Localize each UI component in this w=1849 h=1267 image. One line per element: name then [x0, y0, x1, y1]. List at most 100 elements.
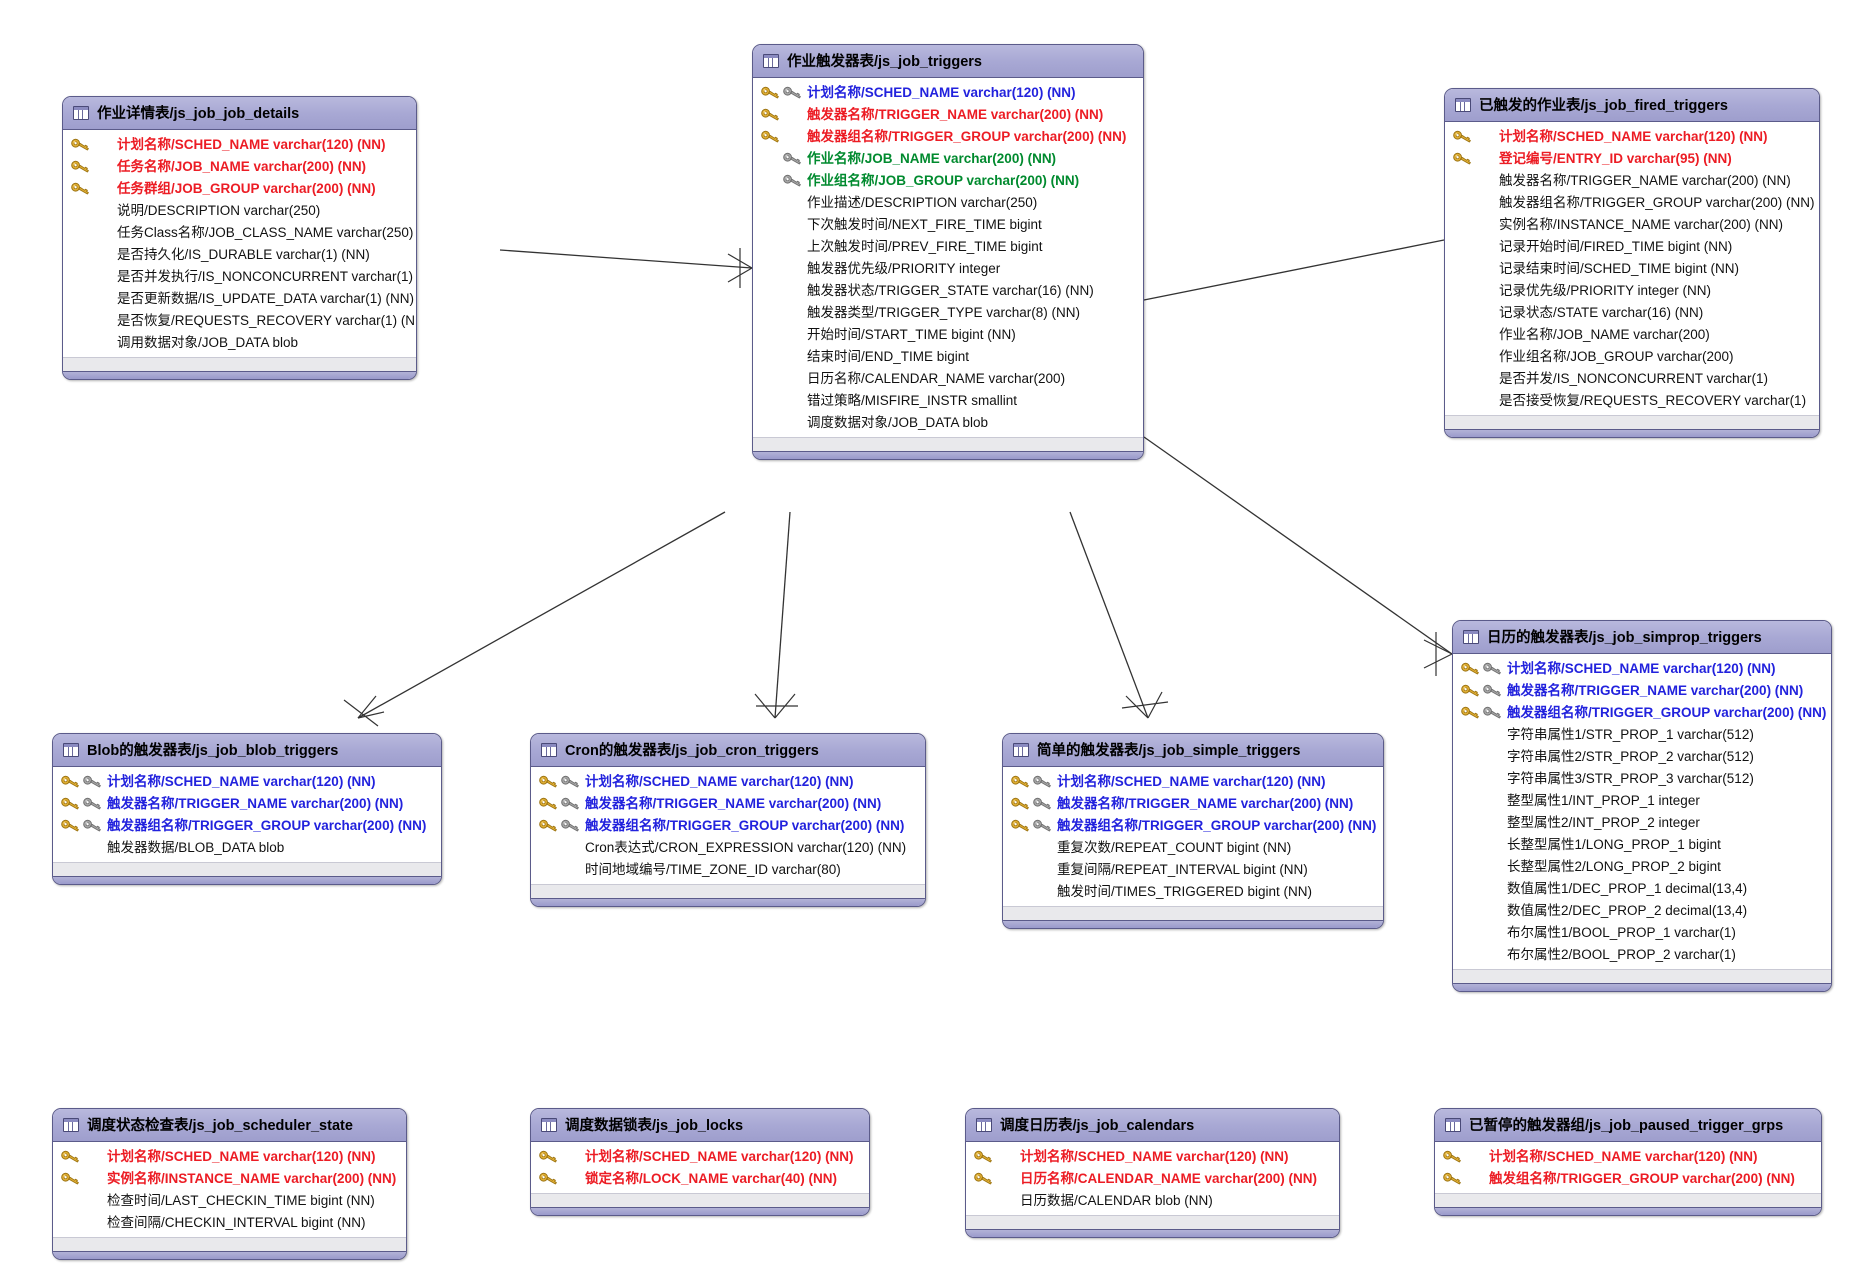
entity-locks[interactable]: 调度数据锁表/js_job_locks 计划名称/SCHED_NAME varch…: [530, 1108, 870, 1216]
attribute-row[interactable]: 作业组名称/JOB_GROUP varchar(200): [1445, 346, 1819, 368]
attribute-row[interactable]: 触发时间/TIMES_TRIGGERED bigint (NN): [1003, 881, 1383, 903]
attribute-row[interactable]: 记录结束时间/SCHED_TIME bigint (NN): [1445, 258, 1819, 280]
attribute-row[interactable]: 触发器名称/TRIGGER_NAME varchar(200) (NN): [1003, 793, 1383, 815]
entity-header-job_triggers[interactable]: 作业触发器表/js_job_triggers: [753, 45, 1143, 78]
entity-header-simple_triggers[interactable]: 简单的触发器表/js_job_simple_triggers: [1003, 734, 1383, 767]
attribute-row[interactable]: 数值属性2/DEC_PROP_2 decimal(13,4): [1453, 900, 1831, 922]
attribute-row[interactable]: 计划名称/SCHED_NAME varchar(120) (NN): [1445, 126, 1819, 148]
attribute-row[interactable]: 字符串属性2/STR_PROP_2 varchar(512): [1453, 746, 1831, 768]
attribute-row[interactable]: 日历数据/CALENDAR blob (NN): [966, 1190, 1339, 1212]
entity-simple_triggers[interactable]: 简单的触发器表/js_job_simple_triggers 计划名称/SCHED…: [1002, 733, 1384, 929]
attribute-row[interactable]: 布尔属性1/BOOL_PROP_1 varchar(1): [1453, 922, 1831, 944]
attribute-row[interactable]: 是否更新数据/IS_UPDATE_DATA varchar(1) (NN): [63, 288, 416, 310]
attribute-row[interactable]: 触发器名称/TRIGGER_NAME varchar(200) (NN): [1445, 170, 1819, 192]
attribute-row[interactable]: 计划名称/SCHED_NAME varchar(120) (NN): [966, 1146, 1339, 1168]
attribute-row[interactable]: 触发器类型/TRIGGER_TYPE varchar(8) (NN): [753, 302, 1143, 324]
attribute-row[interactable]: 触发器优先级/PRIORITY integer: [753, 258, 1143, 280]
attribute-row[interactable]: 长整型属性2/LONG_PROP_2 bigint: [1453, 856, 1831, 878]
attribute-row[interactable]: 任务Class名称/JOB_CLASS_NAME varchar(250) (N…: [63, 222, 416, 244]
attribute-row[interactable]: 触发器名称/TRIGGER_NAME varchar(200) (NN): [53, 793, 441, 815]
attribute-row[interactable]: 锁定名称/LOCK_NAME varchar(40) (NN): [531, 1168, 869, 1190]
attribute-row[interactable]: 触发器状态/TRIGGER_STATE varchar(16) (NN): [753, 280, 1143, 302]
attribute-row[interactable]: 日历名称/CALENDAR_NAME varchar(200) (NN): [966, 1168, 1339, 1190]
attribute-row[interactable]: 计划名称/SCHED_NAME varchar(120) (NN): [53, 771, 441, 793]
attribute-row[interactable]: 实例名称/INSTANCE_NAME varchar(200) (NN): [53, 1168, 406, 1190]
attribute-row[interactable]: 调度数据对象/JOB_DATA blob: [753, 412, 1143, 434]
entity-scheduler_state[interactable]: 调度状态检查表/js_job_scheduler_state 计划名称/SCHED…: [52, 1108, 407, 1260]
attribute-row[interactable]: 字符串属性3/STR_PROP_3 varchar(512): [1453, 768, 1831, 790]
attribute-row[interactable]: Cron表达式/CRON_EXPRESSION varchar(120) (NN…: [531, 837, 925, 859]
attribute-row[interactable]: 记录优先级/PRIORITY integer (NN): [1445, 280, 1819, 302]
attribute-row[interactable]: 任务名称/JOB_NAME varchar(200) (NN): [63, 156, 416, 178]
entity-header-fired_triggers[interactable]: 已触发的作业表/js_job_fired_triggers: [1445, 89, 1819, 122]
attribute-row[interactable]: 计划名称/SCHED_NAME varchar(120) (NN): [531, 771, 925, 793]
attribute-row[interactable]: 整型属性2/INT_PROP_2 integer: [1453, 812, 1831, 834]
entity-calendars[interactable]: 调度日历表/js_job_calendars 计划名称/SCHED_NAME va…: [965, 1108, 1340, 1238]
attribute-row[interactable]: 触发器名称/TRIGGER_NAME varchar(200) (NN): [753, 104, 1143, 126]
attribute-row[interactable]: 任务群组/JOB_GROUP varchar(200) (NN): [63, 178, 416, 200]
attribute-row[interactable]: 数值属性1/DEC_PROP_1 decimal(13,4): [1453, 878, 1831, 900]
attribute-row[interactable]: 是否持久化/IS_DURABLE varchar(1) (NN): [63, 244, 416, 266]
entity-header-calendars[interactable]: 调度日历表/js_job_calendars: [966, 1109, 1339, 1142]
attribute-row[interactable]: 计划名称/SCHED_NAME varchar(120) (NN): [753, 82, 1143, 104]
attribute-row[interactable]: 是否恢复/REQUESTS_RECOVERY varchar(1) (NN): [63, 310, 416, 332]
attribute-row[interactable]: 计划名称/SCHED_NAME varchar(120) (NN): [1453, 658, 1831, 680]
attribute-row[interactable]: 作业描述/DESCRIPTION varchar(250): [753, 192, 1143, 214]
attribute-row[interactable]: 触发器组名称/TRIGGER_GROUP varchar(200) (NN): [1453, 702, 1831, 724]
attribute-row[interactable]: 作业组名称/JOB_GROUP varchar(200) (NN): [753, 170, 1143, 192]
attribute-row[interactable]: 整型属性1/INT_PROP_1 integer: [1453, 790, 1831, 812]
entity-header-paused_trigger_grps[interactable]: 已暂停的触发器组/js_job_paused_trigger_grps: [1435, 1109, 1821, 1142]
attribute-row[interactable]: 作业名称/JOB_NAME varchar(200) (NN): [753, 148, 1143, 170]
attribute-row[interactable]: 触发器名称/TRIGGER_NAME varchar(200) (NN): [1453, 680, 1831, 702]
attribute-row[interactable]: 时间地域编号/TIME_ZONE_ID varchar(80): [531, 859, 925, 881]
attribute-row[interactable]: 布尔属性2/BOOL_PROP_2 varchar(1): [1453, 944, 1831, 966]
attribute-row[interactable]: 重复间隔/REPEAT_INTERVAL bigint (NN): [1003, 859, 1383, 881]
attribute-row[interactable]: 触发器组名称/TRIGGER_GROUP varchar(200) (NN): [1445, 192, 1819, 214]
entity-header-scheduler_state[interactable]: 调度状态检查表/js_job_scheduler_state: [53, 1109, 406, 1142]
attribute-row[interactable]: 触发组名称/TRIGGER_GROUP varchar(200) (NN): [1435, 1168, 1821, 1190]
attribute-row[interactable]: 检查间隔/CHECKIN_INTERVAL bigint (NN): [53, 1212, 406, 1234]
entity-header-blob_triggers[interactable]: Blob的触发器表/js_job_blob_triggers: [53, 734, 441, 767]
attribute-row[interactable]: 计划名称/SCHED_NAME varchar(120) (NN): [531, 1146, 869, 1168]
attribute-row[interactable]: 调用数据对象/JOB_DATA blob: [63, 332, 416, 354]
attribute-row[interactable]: 说明/DESCRIPTION varchar(250): [63, 200, 416, 222]
attribute-row[interactable]: 触发器组名称/TRIGGER_GROUP varchar(200) (NN): [1003, 815, 1383, 837]
attribute-row[interactable]: 是否并发/IS_NONCONCURRENT varchar(1): [1445, 368, 1819, 390]
attribute-row[interactable]: 登记编号/ENTRY_ID varchar(95) (NN): [1445, 148, 1819, 170]
attribute-row[interactable]: 开始时间/START_TIME bigint (NN): [753, 324, 1143, 346]
attribute-row[interactable]: 记录状态/STATE varchar(16) (NN): [1445, 302, 1819, 324]
attribute-row[interactable]: 计划名称/SCHED_NAME varchar(120) (NN): [53, 1146, 406, 1168]
entity-paused_trigger_grps[interactable]: 已暂停的触发器组/js_job_paused_trigger_grps 计划名称/…: [1434, 1108, 1822, 1216]
attribute-row[interactable]: 是否并发执行/IS_NONCONCURRENT varchar(1) (NN): [63, 266, 416, 288]
attribute-row[interactable]: 日历名称/CALENDAR_NAME varchar(200): [753, 368, 1143, 390]
entity-fired_triggers[interactable]: 已触发的作业表/js_job_fired_triggers 计划名称/SCHED_…: [1444, 88, 1820, 438]
entity-cron_triggers[interactable]: Cron的触发器表/js_job_cron_triggers 计划名称/SCHED…: [530, 733, 926, 907]
attribute-row[interactable]: 计划名称/SCHED_NAME varchar(120) (NN): [1003, 771, 1383, 793]
attribute-row[interactable]: 计划名称/SCHED_NAME varchar(120) (NN): [63, 134, 416, 156]
attribute-row[interactable]: 重复次数/REPEAT_COUNT bigint (NN): [1003, 837, 1383, 859]
entity-header-locks[interactable]: 调度数据锁表/js_job_locks: [531, 1109, 869, 1142]
attribute-row[interactable]: 触发器组名称/TRIGGER_GROUP varchar(200) (NN): [753, 126, 1143, 148]
attribute-row[interactable]: 计划名称/SCHED_NAME varchar(120) (NN): [1435, 1146, 1821, 1168]
entity-header-simprop_triggers[interactable]: 日历的触发器表/js_job_simprop_triggers: [1453, 621, 1831, 654]
attribute-row[interactable]: 结束时间/END_TIME bigint: [753, 346, 1143, 368]
entity-header-job_details[interactable]: 作业详情表/js_job_job_details: [63, 97, 416, 130]
attribute-row[interactable]: 记录开始时间/FIRED_TIME bigint (NN): [1445, 236, 1819, 258]
attribute-row[interactable]: 实例名称/INSTANCE_NAME varchar(200) (NN): [1445, 214, 1819, 236]
attribute-row[interactable]: 触发器名称/TRIGGER_NAME varchar(200) (NN): [531, 793, 925, 815]
attribute-row[interactable]: 作业名称/JOB_NAME varchar(200): [1445, 324, 1819, 346]
attribute-row[interactable]: 检查时间/LAST_CHECKIN_TIME bigint (NN): [53, 1190, 406, 1212]
entity-job_triggers[interactable]: 作业触发器表/js_job_triggers 计划名称/SCHED_NAME va…: [752, 44, 1144, 460]
entity-header-cron_triggers[interactable]: Cron的触发器表/js_job_cron_triggers: [531, 734, 925, 767]
attribute-row[interactable]: 错过策略/MISFIRE_INSTR smallint: [753, 390, 1143, 412]
attribute-row[interactable]: 触发器数据/BLOB_DATA blob: [53, 837, 441, 859]
attribute-row[interactable]: 上次触发时间/PREV_FIRE_TIME bigint: [753, 236, 1143, 258]
attribute-row[interactable]: 长整型属性1/LONG_PROP_1 bigint: [1453, 834, 1831, 856]
attribute-row[interactable]: 字符串属性1/STR_PROP_1 varchar(512): [1453, 724, 1831, 746]
entity-job_details[interactable]: 作业详情表/js_job_job_details 计划名称/SCHED_NAME …: [62, 96, 417, 380]
entity-simprop_triggers[interactable]: 日历的触发器表/js_job_simprop_triggers 计划名称/SCHE…: [1452, 620, 1832, 992]
attribute-row[interactable]: 触发器组名称/TRIGGER_GROUP varchar(200) (NN): [53, 815, 441, 837]
attribute-row[interactable]: 下次触发时间/NEXT_FIRE_TIME bigint: [753, 214, 1143, 236]
entity-blob_triggers[interactable]: Blob的触发器表/js_job_blob_triggers 计划名称/SCHED…: [52, 733, 442, 885]
attribute-row[interactable]: 触发器组名称/TRIGGER_GROUP varchar(200) (NN): [531, 815, 925, 837]
